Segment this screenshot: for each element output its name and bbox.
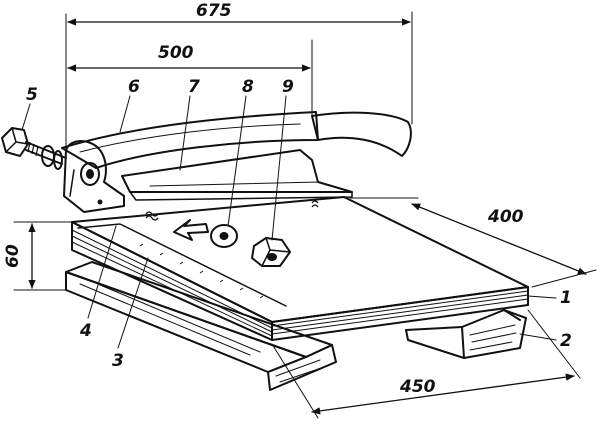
callout-7: 7 <box>179 77 200 171</box>
spring-mark <box>145 200 319 221</box>
callout-3-label: 3 <box>112 351 124 371</box>
callout-1: 1 <box>527 288 572 308</box>
callout-7-label: 7 <box>188 77 200 97</box>
pivot-bracket <box>63 140 125 213</box>
blade <box>121 149 353 201</box>
callout-3: 3 <box>112 257 149 371</box>
callout-4-label: 4 <box>79 321 92 341</box>
dim-400-label: 400 <box>487 207 524 227</box>
dim-450: 450 <box>271 309 581 419</box>
lever-arm <box>61 111 319 169</box>
dim-60: 60 <box>3 221 73 291</box>
callout-5-label: 5 <box>26 85 38 105</box>
board <box>71 196 529 341</box>
callout-2-label: 2 <box>560 331 572 351</box>
callout-8-label: 8 <box>242 77 254 97</box>
dim-450-label: 450 <box>399 377 436 397</box>
dim-500: 500 <box>67 39 313 117</box>
base-bar-front <box>65 261 337 391</box>
washer <box>210 224 238 248</box>
dim-500-label: 500 <box>158 43 194 63</box>
callout-6: 6 <box>119 77 140 133</box>
ruler-scale <box>139 243 264 299</box>
callout-9: 9 <box>271 77 294 241</box>
callout-2: 2 <box>519 331 572 351</box>
callout-8: 8 <box>227 77 254 227</box>
callout-6-label: 6 <box>128 77 140 97</box>
bolt <box>1 127 67 170</box>
base-bar-back <box>405 309 527 359</box>
dim-675-label: 675 <box>196 1 232 21</box>
callout-1-label: 1 <box>560 288 572 308</box>
callout-4: 4 <box>79 225 117 341</box>
callout-5: 5 <box>21 85 38 131</box>
insert-arrow <box>173 219 209 241</box>
handle-grip <box>311 111 412 157</box>
dim-60-label: 60 <box>3 244 23 268</box>
nut <box>251 237 291 267</box>
dim-400: 400 <box>349 197 597 288</box>
dim-675: 675 <box>65 1 413 151</box>
callout-9-label: 9 <box>282 77 294 97</box>
